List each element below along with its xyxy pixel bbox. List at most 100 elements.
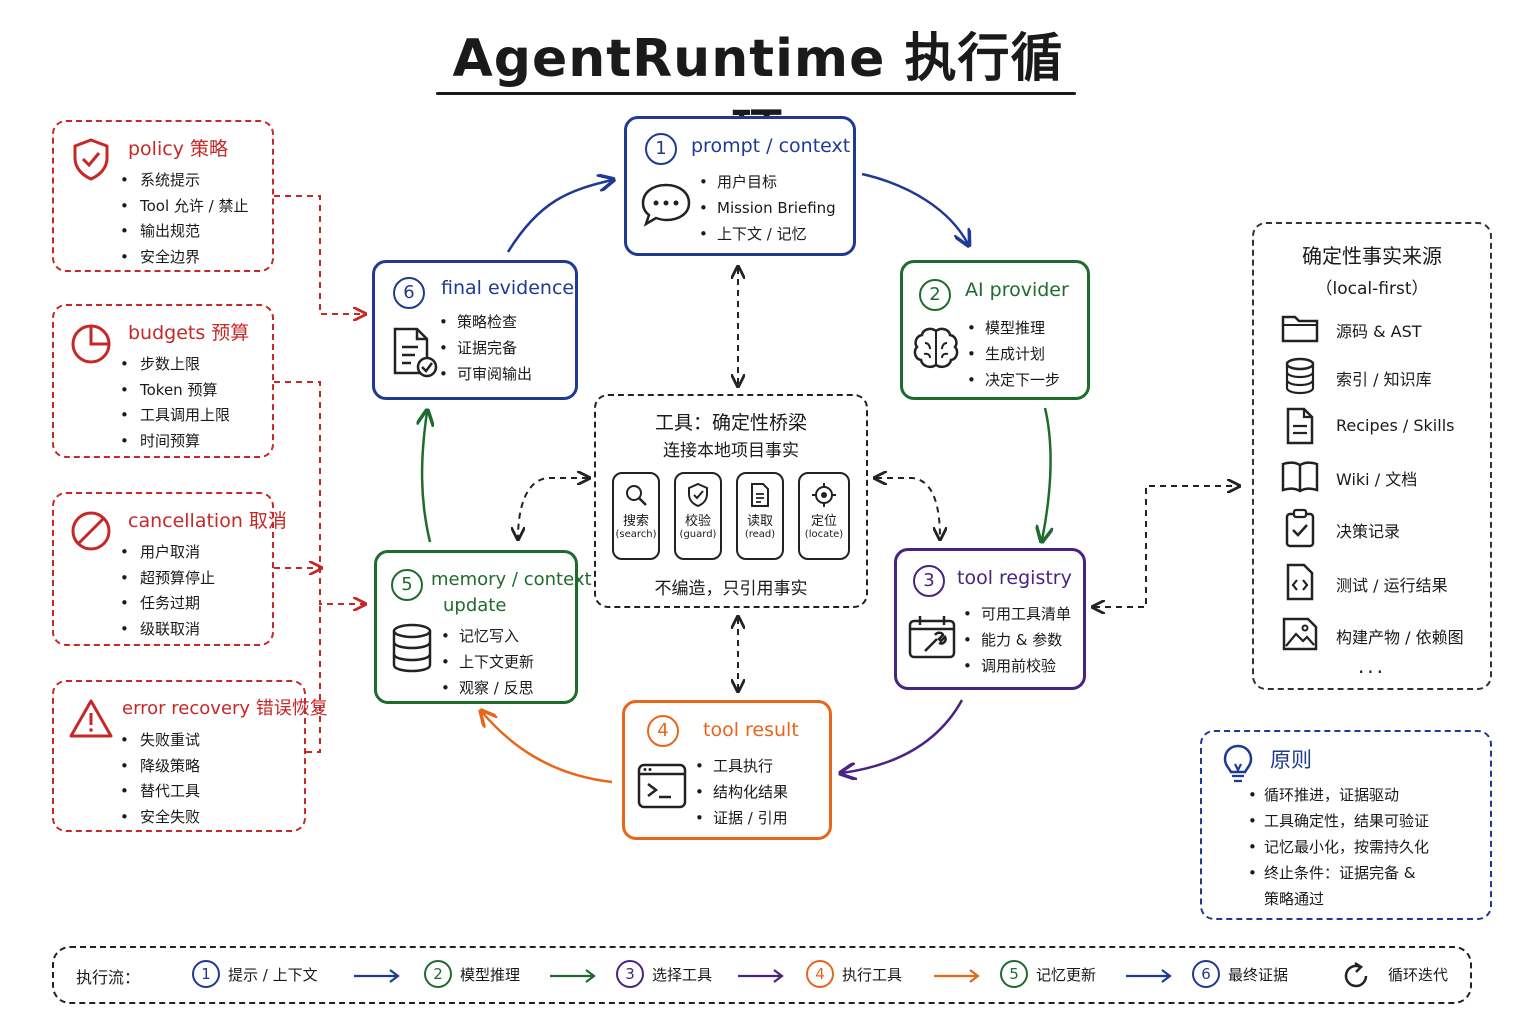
file-icon	[751, 483, 769, 507]
flow-step-text: 最终证据	[1228, 965, 1289, 984]
source-item: 测试 / 运行结果	[1280, 562, 1490, 606]
list-item: 工具调用上限	[120, 403, 230, 429]
tool-label: 搜索	[622, 514, 649, 529]
step-number-4: 4	[647, 715, 679, 747]
flow-step-number: 5	[1000, 960, 1028, 988]
cancellation-box: cancellation 取消 用户取消 超预算停止 任务过期 级联取消	[52, 492, 287, 646]
source-label: Wiki / 文档	[1336, 470, 1418, 489]
budgets-box: budgets 预算 步数上限 Token 预算 工具调用上限 时间预算	[52, 304, 274, 458]
source-label: 决策记录	[1336, 522, 1401, 541]
image-file-icon	[1282, 617, 1318, 651]
link-3-sources	[1094, 486, 1238, 607]
step-number-1: 1	[645, 133, 677, 165]
tool-read: 读取 (read)	[736, 472, 784, 560]
list-item: Token 预算	[120, 378, 230, 404]
list-item: 超预算停止	[120, 566, 215, 592]
list-item: 记忆写入	[441, 623, 534, 649]
list-item: 降级策略	[120, 754, 200, 780]
flow-step-number: 3	[616, 960, 644, 988]
brain-icon	[913, 327, 959, 369]
page-title: AgentRuntime 执行循环	[452, 29, 1064, 164]
list-item: 系统提示	[120, 168, 249, 194]
sources-box: 确定性事实来源 （local-first） 源码 & AST 索引 / 知识库 …	[1252, 222, 1492, 690]
flow-loop-label: 循环迭代	[1388, 966, 1449, 984]
tool-sublabel: (locate)	[804, 529, 844, 540]
tools-bridge-subtitle: 连接本地项目事实	[663, 441, 799, 461]
tools-bridge-footer: 不编造，只引用事实	[654, 579, 808, 599]
flow-step-number: 6	[1192, 960, 1220, 988]
book-icon	[1281, 461, 1319, 493]
document-icon	[1286, 407, 1314, 445]
tool-sublabel: (read)	[744, 529, 776, 540]
warning-icon	[69, 699, 113, 738]
list-item: 工具确定性，结果可验证	[1248, 808, 1429, 834]
document-check-icon	[393, 327, 438, 378]
source-item: 构建产物 / 依赖图	[1280, 614, 1490, 658]
step-number-5: 5	[391, 569, 423, 601]
budgets-list: 步数上限 Token 预算 工具调用上限 时间预算	[120, 352, 230, 454]
source-label: Recipes / Skills	[1336, 416, 1455, 435]
shield-check-icon	[73, 138, 109, 181]
tool-search: 搜索 (search)	[612, 472, 660, 560]
tool-sublabel: (guard)	[679, 529, 717, 540]
node-title: memory / context	[431, 569, 592, 590]
link-center-3	[876, 478, 940, 538]
source-label: 构建产物 / 依赖图	[1336, 628, 1464, 647]
tool-sublabel: (search)	[615, 529, 657, 540]
arrow-4-to-5	[482, 712, 613, 784]
flow-step-5: 5 记忆更新	[1000, 960, 1096, 992]
policy-list: 系统提示 Tool 允许 / 禁止 输出规范 安全边界	[120, 168, 249, 270]
shield-icon	[688, 482, 708, 508]
list-item: 安全边界	[120, 245, 249, 271]
flow-step-number: 1	[192, 960, 220, 988]
list-item: 级联取消	[120, 617, 215, 643]
error-recovery-list: 失败重试 降级策略 替代工具 安全失败	[120, 728, 200, 830]
title-underline	[436, 92, 1076, 95]
link-policy-6	[274, 195, 364, 314]
database-icon	[392, 623, 432, 673]
arrow-1-to-2	[861, 172, 968, 244]
folder-icon	[1281, 315, 1319, 343]
flow-step-number: 4	[806, 960, 834, 988]
flow-step-text: 记忆更新	[1036, 965, 1097, 984]
source-item: 决策记录	[1280, 508, 1490, 552]
toolbox-icon	[908, 616, 956, 659]
tool-label: 校验	[684, 514, 711, 529]
node-memory-context-update: 5 memory / context update 记忆写入 上下文更新 观察 …	[374, 550, 592, 704]
list-item: 决定下一步	[967, 367, 1060, 393]
link-budgets-5	[274, 381, 364, 604]
database-icon	[1285, 357, 1315, 395]
source-label: 索引 / 知识库	[1336, 370, 1432, 389]
node-final-evidence: 6 final evidence 策略检查 证据完备 可审阅输出	[372, 260, 578, 400]
link-center-5	[518, 478, 588, 538]
source-item: 源码 & AST	[1280, 308, 1490, 352]
step-number-6: 6	[393, 277, 425, 309]
list-item: 策略检查	[439, 309, 532, 335]
tool-label: 定位	[810, 514, 837, 529]
principles-list: 循环推进，证据驱动 工具确定性，结果可验证 记忆最小化，按需持久化 终止条件：证…	[1248, 782, 1429, 912]
principles-box: 原则 循环推进，证据驱动 工具确定性，结果可验证 记忆最小化，按需持久化 终止条…	[1200, 730, 1492, 920]
cancellation-list: 用户取消 超预算停止 任务过期 级联取消	[120, 540, 215, 642]
flow-arrow-icon	[738, 969, 784, 983]
flow-step-number: 2	[424, 960, 452, 988]
list-item: 工具执行	[695, 753, 788, 779]
tools-bridge-title: 工具：确定性桥梁	[654, 412, 807, 434]
flow-arrow-icon	[550, 969, 596, 983]
flow-arrow-icon	[354, 969, 400, 983]
tool-label: 读取	[746, 514, 773, 529]
tool-guard: 校验 (guard)	[674, 472, 722, 560]
source-item: Recipes / Skills	[1280, 406, 1490, 450]
flow-step-text: 选择工具	[652, 965, 713, 984]
link-error-5	[306, 604, 321, 753]
tool-locate: 定位 (locate)	[798, 472, 850, 560]
list-item: 终止条件：证据完备 &策略通过	[1248, 860, 1429, 912]
arrow-3-to-4	[842, 699, 964, 773]
list-item: 任务过期	[120, 591, 215, 617]
flow-step-3: 3 选择工具	[616, 960, 712, 992]
list-item: 上下文 / 记忆	[699, 221, 836, 247]
flow-step-6: 6 最终证据	[1192, 960, 1288, 992]
principles-title: 原则	[1270, 748, 1312, 772]
